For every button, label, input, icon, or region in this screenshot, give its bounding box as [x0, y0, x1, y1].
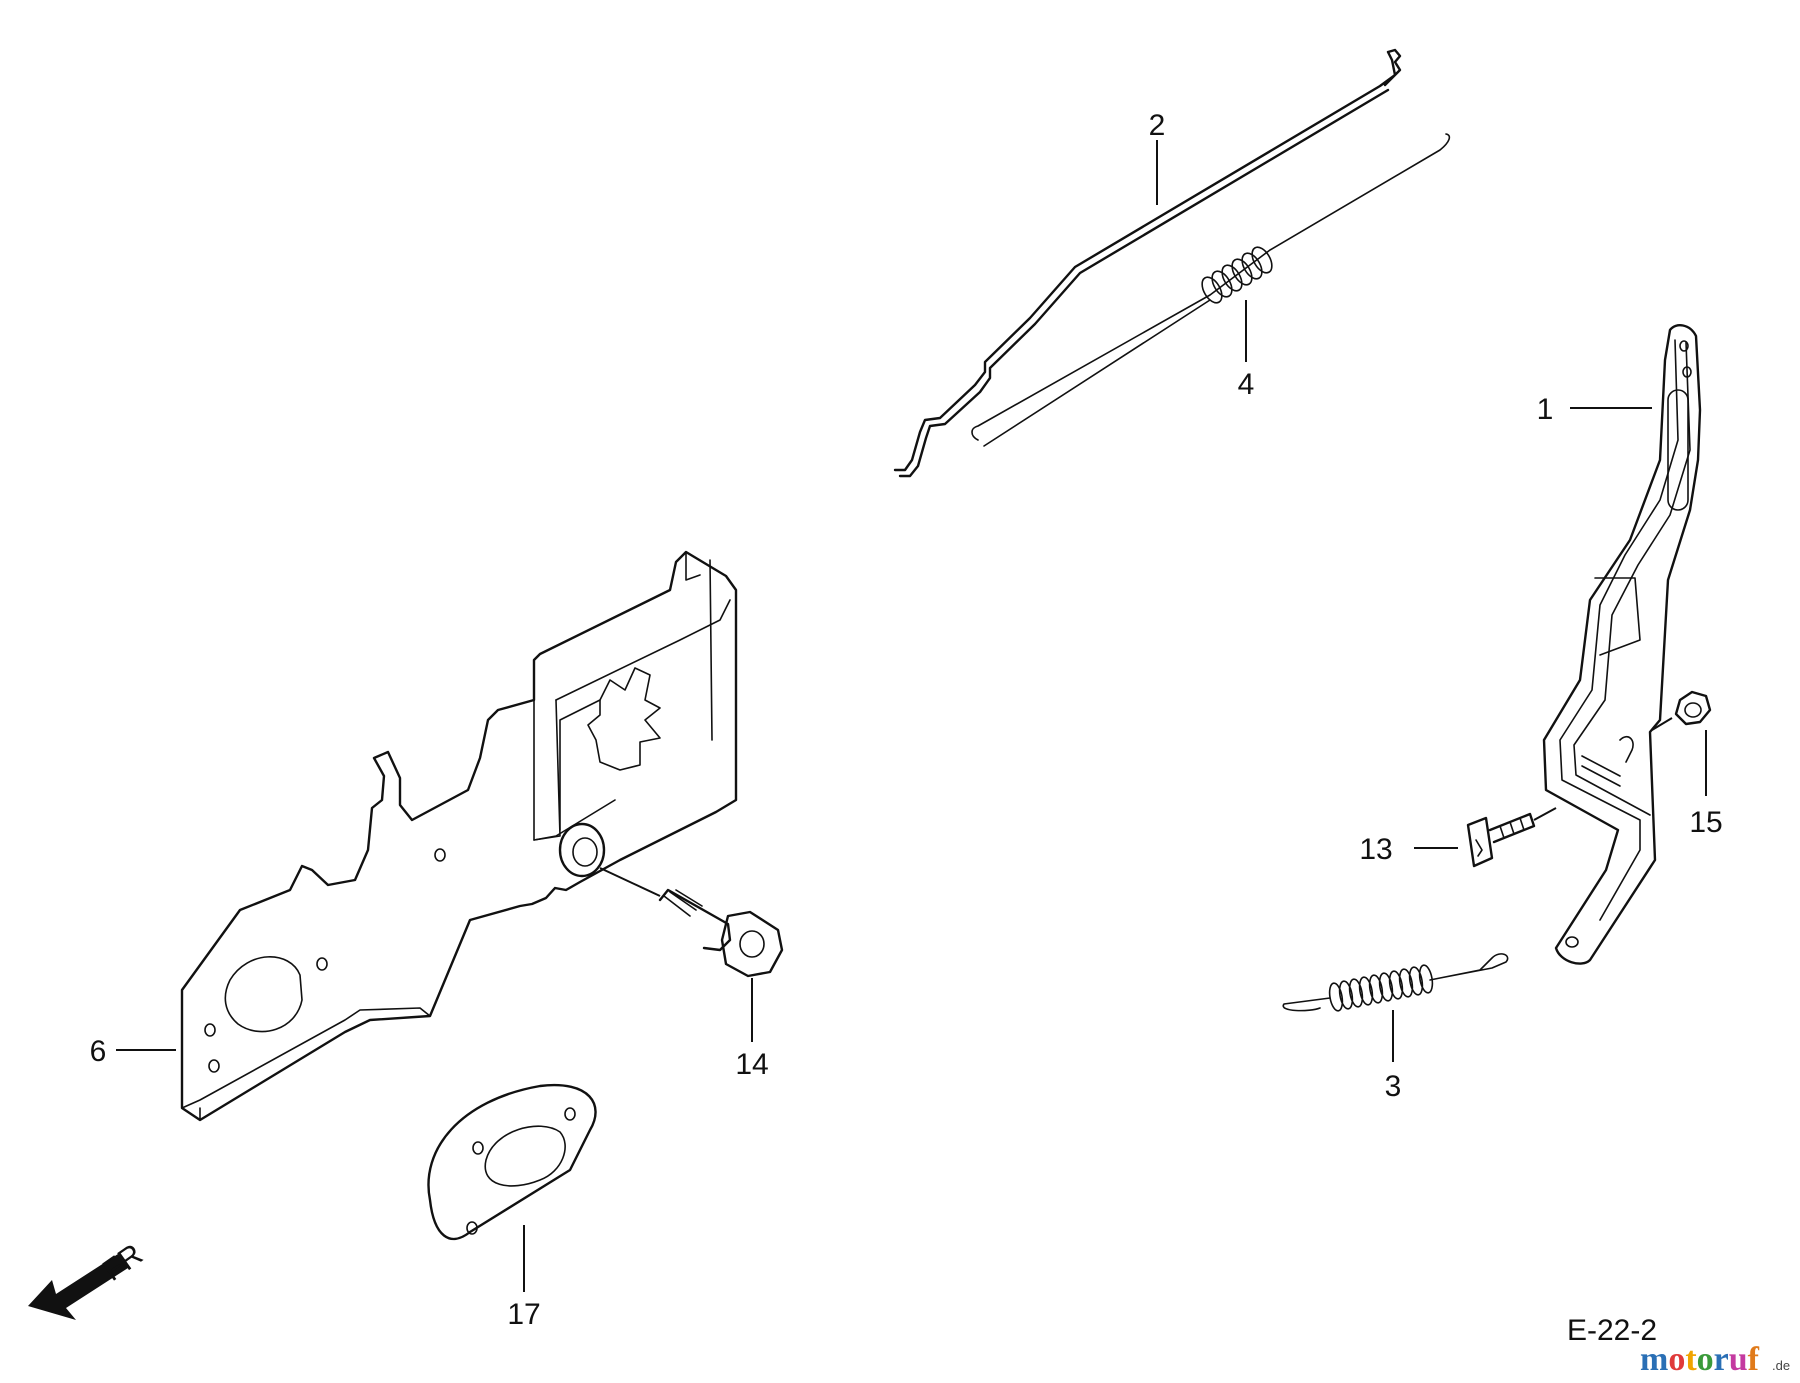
leader-lines: [116, 140, 1707, 1292]
callout-3: 3: [1385, 1070, 1402, 1103]
watermark-logo: motoruf .de: [1640, 1341, 1790, 1378]
diagram-code: E-22-2: [1567, 1314, 1657, 1347]
part-3-return-spring: [1282, 953, 1509, 1012]
part-15-flange-nut: [1651, 690, 1712, 731]
part-14-flange-bolt: [599, 867, 784, 978]
callout-14: 14: [735, 1048, 768, 1081]
part-6-governor-plate: [180, 550, 738, 1122]
callout-13: 13: [1359, 833, 1392, 866]
part-13-screw: [1466, 807, 1557, 868]
part-17-gasket: [427, 1083, 597, 1241]
svg-text:motoruf: motoruf: [1640, 1341, 1760, 1378]
callout-4: 4: [1238, 368, 1255, 401]
callout-labels: 1 2 3 4 6 13 14 15 17: [90, 109, 1723, 1331]
callout-17: 17: [507, 1298, 540, 1331]
part-4-governor-spring: [971, 133, 1451, 447]
callout-15: 15: [1689, 806, 1722, 839]
front-direction-arrow: FR: [28, 1238, 149, 1320]
callout-1: 1: [1537, 393, 1554, 426]
callout-6: 6: [90, 1035, 107, 1068]
watermark-suffix: .de: [1772, 1358, 1790, 1373]
arrow-down-left-icon: [28, 1254, 128, 1320]
part-1-control-lever: [1542, 324, 1702, 965]
callout-2: 2: [1149, 109, 1166, 142]
part-2-throttle-rod: [893, 48, 1402, 478]
